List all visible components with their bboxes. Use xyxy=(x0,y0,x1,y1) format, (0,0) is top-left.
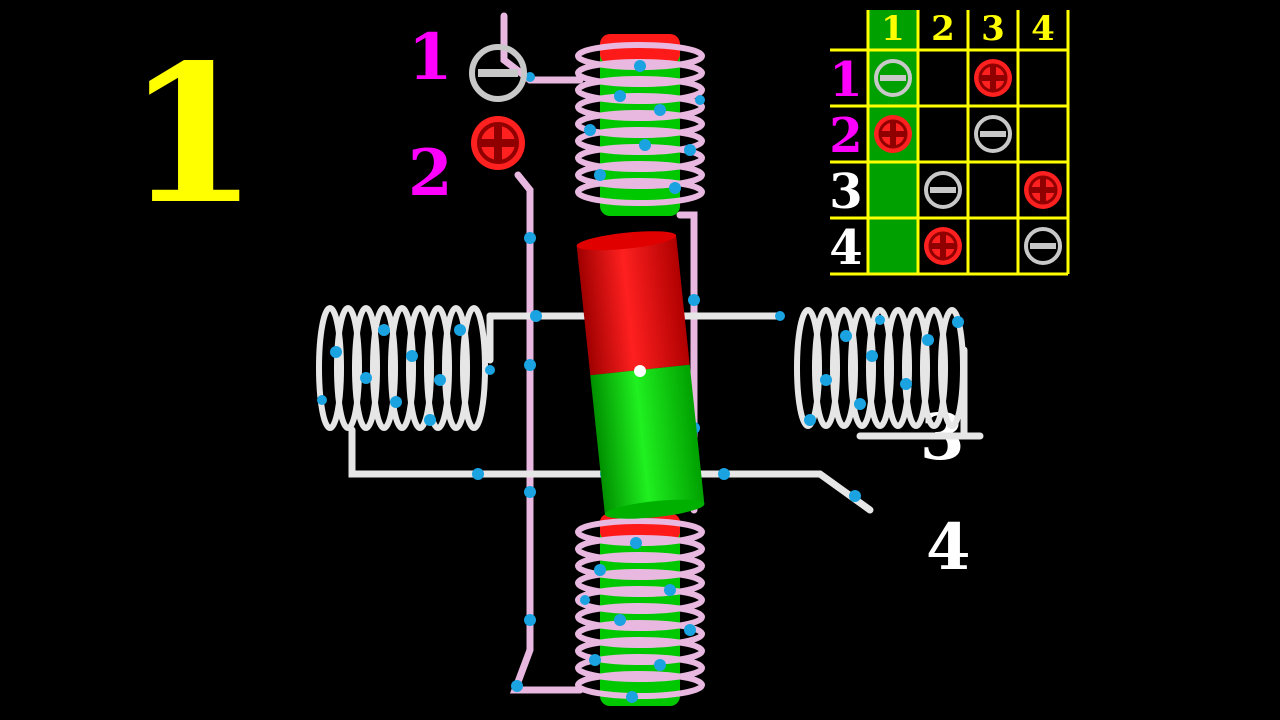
wire-label-4: 4 xyxy=(926,510,971,585)
step-number: 1 xyxy=(126,23,259,246)
minus-terminal-icon xyxy=(469,44,527,102)
minus-terminal-icon xyxy=(974,115,1012,153)
left-coil xyxy=(316,305,495,431)
plus-terminal-icon xyxy=(940,233,946,259)
rotor-magnet xyxy=(576,231,705,519)
minus-terminal-icon xyxy=(980,131,1006,137)
rotor-axis xyxy=(634,365,646,377)
table-column-header: 3 xyxy=(981,9,1005,49)
wire-beads xyxy=(472,72,861,692)
plus-terminal-icon xyxy=(890,121,896,147)
minus-terminal-icon xyxy=(880,75,906,81)
minus-terminal-icon xyxy=(930,187,956,193)
wire-label-1: 1 xyxy=(408,20,453,95)
table-row-label: 1 xyxy=(829,52,862,108)
plus-terminal-icon xyxy=(990,65,996,91)
minus-terminal-icon xyxy=(1030,243,1056,249)
table-column-header: 2 xyxy=(931,9,955,49)
plus-terminal-icon xyxy=(471,116,525,170)
plus-terminal-icon xyxy=(1040,177,1046,203)
bottom-coil xyxy=(575,514,705,706)
table-row-label: 3 xyxy=(829,164,862,220)
table-row-label: 2 xyxy=(829,108,862,164)
table-row-label: 4 xyxy=(829,220,862,276)
minus-terminal-icon xyxy=(924,171,962,209)
minus-terminal-icon xyxy=(874,59,912,97)
wire-label-2: 2 xyxy=(408,136,453,211)
table-column-header: 4 xyxy=(1031,9,1055,49)
table-column-header: 1 xyxy=(881,9,905,49)
top-coil xyxy=(575,34,705,216)
minus-terminal-icon xyxy=(1024,227,1062,265)
right-coil xyxy=(794,307,966,429)
